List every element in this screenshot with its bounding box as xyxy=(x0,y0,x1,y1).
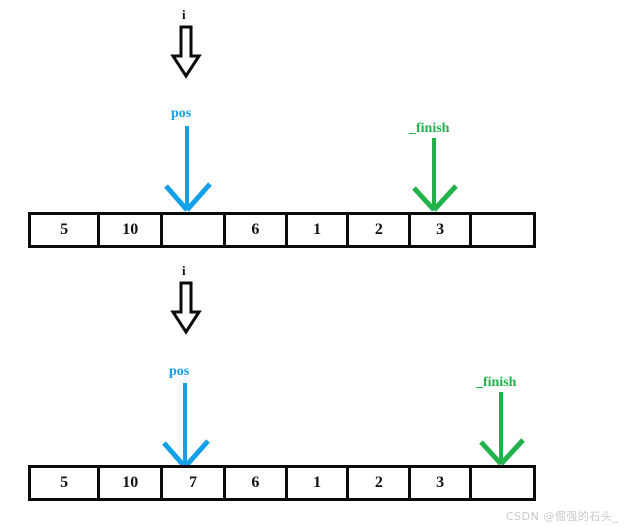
i-block-arrow-bottom xyxy=(170,281,202,335)
finish-label-bottom: _finish xyxy=(476,375,517,390)
finish-arrow-top xyxy=(412,138,458,212)
array-cell[interactable]: 6 xyxy=(225,468,288,498)
array-strip-after: 5 10 7 6 1 2 3 xyxy=(28,465,536,501)
array-cell[interactable]: 1 xyxy=(287,215,350,245)
array-cell[interactable]: 5 xyxy=(31,215,101,245)
array-cell[interactable]: 2 xyxy=(349,468,412,498)
pos-arrow-top xyxy=(164,126,212,212)
array-cell[interactable]: 10 xyxy=(100,215,164,245)
array-cell[interactable]: 2 xyxy=(349,215,412,245)
array-cell[interactable]: 7 xyxy=(163,468,226,498)
array-cell[interactable] xyxy=(471,215,533,245)
csdn-watermark: CSDN @倔强的石头_ xyxy=(506,510,619,523)
pos-label-bottom: pos xyxy=(169,364,190,379)
index-label-top: i xyxy=(182,7,186,22)
array-cell[interactable]: 10 xyxy=(100,468,164,498)
array-cell[interactable] xyxy=(163,215,226,245)
pos-label-top: pos xyxy=(171,106,192,121)
array-cell[interactable] xyxy=(471,468,533,498)
array-cell[interactable]: 1 xyxy=(287,468,350,498)
finish-arrow-bottom xyxy=(479,392,525,466)
array-cell[interactable]: 3 xyxy=(411,215,472,245)
i-block-arrow-top xyxy=(170,25,202,79)
finish-label-top: _finish xyxy=(409,121,450,136)
array-cell[interactable]: 5 xyxy=(31,468,101,498)
index-label-bottom: i xyxy=(182,263,186,278)
pos-arrow-bottom xyxy=(162,383,210,469)
array-cell[interactable]: 6 xyxy=(225,215,288,245)
array-cell[interactable]: 3 xyxy=(411,468,472,498)
array-strip-before: 5 10 6 1 2 3 xyxy=(28,212,536,248)
